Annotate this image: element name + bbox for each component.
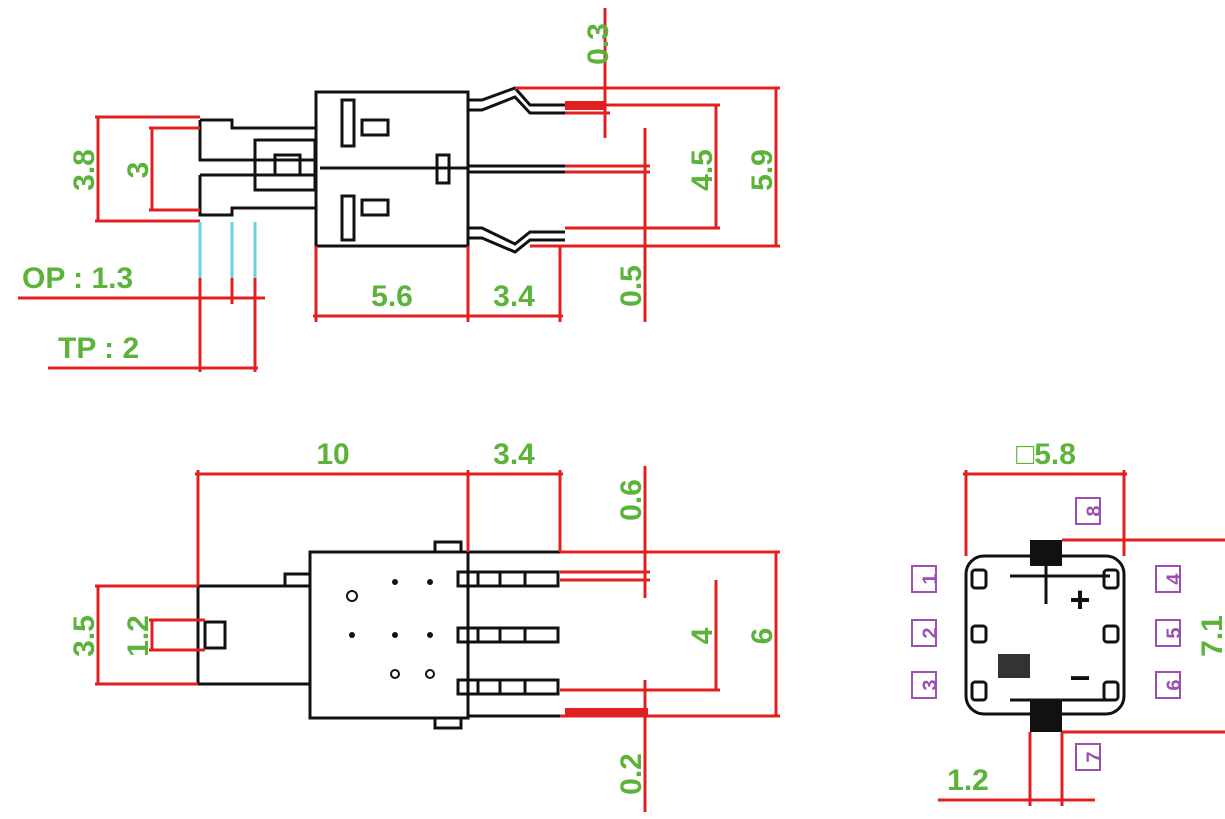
dim-tp: TP : 2 [58,332,139,365]
side-actuator [198,118,316,217]
top-holes [346,579,435,679]
pin-label-2: 2 [911,619,941,647]
dim-line-4 [560,580,720,692]
dim-line-3.5 [95,584,198,686]
dim-3: 3 [122,162,155,179]
svg-text:2: 2 [919,627,941,638]
dim-3.4-top: 3.4 [493,438,535,471]
dim-4.5: 4.5 [686,149,719,191]
end-view: + − □5.8 7.1 1.2 1 2 3 4 5 [911,438,1225,806]
end-led-block [998,654,1030,678]
dim-5.6: 5.6 [371,280,413,313]
svg-text:3: 3 [919,679,941,690]
top-actuator [196,584,312,686]
dim-0.3: 0.3 [582,23,615,65]
dim-op: OP : 1.3 [22,262,133,295]
svg-text:5: 5 [1163,627,1185,638]
top-pins [456,550,560,718]
pin-label-1: 1 [911,565,941,593]
pin-end-mark [565,101,605,110]
top-tab-bottom [433,716,463,730]
top-tab [283,572,312,588]
polarity-minus: − [1069,657,1090,698]
pin-label-5: 5 [1155,619,1185,647]
side-stem-inner [273,153,302,177]
polarity-plus: + [1069,579,1090,620]
end-pads [970,568,1120,702]
top-tab-top [433,540,463,554]
dim-line-5.9 [515,86,780,248]
dim-line-3.8 [95,115,200,223]
pin-label-8: 8 [1075,497,1105,525]
dim-line-0.6 [560,466,650,598]
side-pin-top [468,95,565,115]
dim-line-3 [149,126,200,212]
travel-guides [198,222,257,278]
dim-1.2-end: 1.2 [947,764,989,797]
end-tab-bottom [1030,700,1062,732]
side-pin-mid [468,164,565,174]
pin-label-7: 7 [1075,743,1105,771]
top-view: 10 3.4 3.5 1.2 0.6 4 6 0.2 [68,101,780,812]
side-detail [360,198,390,217]
dim-3.4-side: 3.4 [493,280,535,313]
dim-4: 4 [686,627,719,644]
dim-line-op [18,278,265,372]
dim-line-0.5 [565,128,650,322]
dim-line-7.1 [1062,538,1225,734]
dim-3.8: 3.8 [68,149,101,191]
end-tab-top [1030,540,1062,566]
dim-6: 6 [746,628,779,645]
dim-square-5.8: □5.8 [1016,438,1076,471]
pin-label-6: 6 [1155,671,1185,699]
dim-line-top-length [195,470,563,586]
dim-10: 10 [316,438,349,471]
side-detail [360,118,390,137]
side-view: 0.3 3.8 3 4.5 5.9 0.5 5.6 3.4 OP : 1.3 T… [18,8,780,372]
dim-line-4.5 [565,105,720,230]
dim-line-1.2 [149,618,205,652]
pin-label-3: 3 [911,671,941,699]
side-stem [253,138,317,192]
dim-line-1.2-end [938,732,1095,806]
side-pin-bottom [468,226,565,246]
pin-label-4: 4 [1155,565,1185,593]
dim-5.9: 5.9 [746,149,779,191]
svg-text:7: 7 [1083,751,1105,762]
dim-1.2-top: 1.2 [122,615,155,657]
dim-0.6: 0.6 [615,479,648,521]
dim-3.5: 3.5 [68,615,101,657]
dim-0.5: 0.5 [615,265,648,307]
dim-line-5.8 [963,470,1127,556]
top-body [308,550,470,720]
dim-line-length [313,246,563,322]
dim-0.2: 0.2 [615,753,648,795]
dim-7.1: 7.1 [1196,615,1225,657]
svg-text:4: 4 [1163,573,1185,585]
end-detail [1010,566,1110,604]
svg-text:8: 8 [1083,505,1105,516]
pin-end-mark [565,708,648,716]
svg-text:1: 1 [919,573,941,584]
side-detail [340,98,356,148]
side-pin-bottom [468,236,565,254]
top-actuator-key [203,620,227,650]
svg-text:6: 6 [1163,679,1185,690]
side-detail [340,194,356,242]
